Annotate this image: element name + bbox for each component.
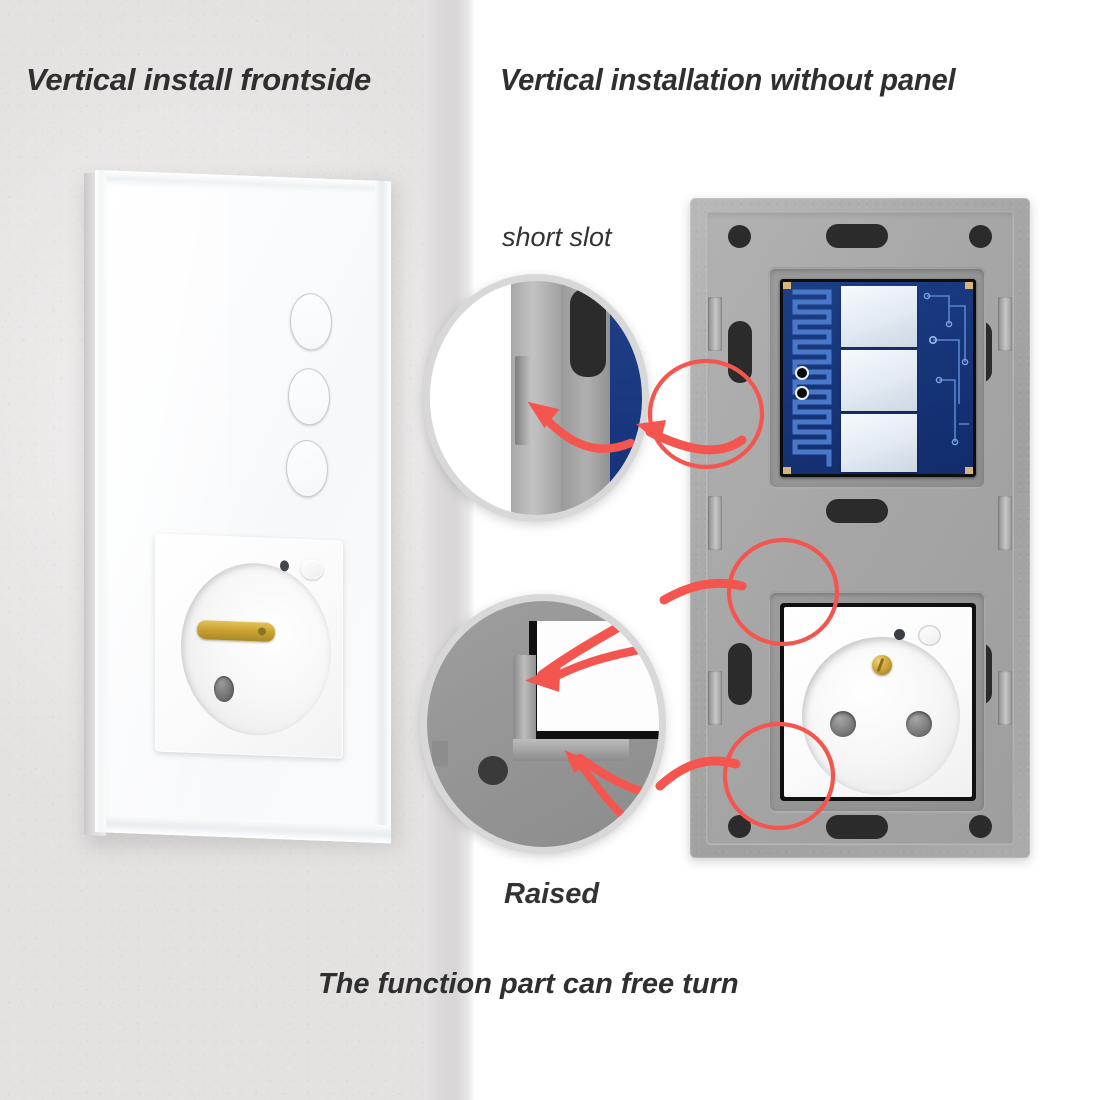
frame-slot-right-middle: [998, 496, 1012, 550]
pcb-serpentine-traces: [792, 289, 832, 467]
frame-slot-left-top: [708, 297, 722, 351]
wall-corner-shadow-band: [424, 0, 474, 1100]
frame-slot-left-vert-1: [728, 321, 752, 383]
front-socket-pin-hole: [214, 675, 234, 703]
socket-earth-pin: [872, 655, 892, 675]
frame-slot-mid-center: [826, 499, 888, 523]
frame-screw-hole-bl: [728, 815, 751, 838]
front-socket-button[interactable]: [301, 558, 323, 580]
glass-switch-panel-assembly: [55, 165, 405, 855]
touch-button-2[interactable]: [288, 367, 330, 427]
frame-screw-hole-tl: [728, 225, 751, 248]
frame-slot-left-middle: [708, 496, 722, 550]
pcb-clip-tl: [783, 282, 791, 289]
pcb-touch-pad-1[interactable]: [841, 286, 917, 347]
frame-screw-hole-br: [969, 815, 992, 838]
magnifier-raised-content: [427, 601, 659, 847]
front-socket-led-icon: [280, 560, 289, 572]
socket-pin-hole-right: [906, 711, 932, 737]
frame-slot-left-vert-2: [728, 643, 752, 705]
mag1-arrow: [527, 401, 635, 453]
bottom-caption: The function part can free turn: [318, 968, 739, 1000]
glass-bevel-top: [95, 170, 391, 196]
callout-label-short-slot: short slot: [502, 222, 612, 252]
front-socket-module: [155, 533, 343, 759]
mounting-frame-assembly: [690, 198, 1030, 858]
pcb-touch-pad-3[interactable]: [841, 414, 917, 472]
touch-button-3[interactable]: [286, 439, 328, 498]
frame-slot-right-bottom: [998, 671, 1012, 725]
glass-bevel-left: [95, 170, 106, 833]
magnifier-raised: [420, 594, 666, 854]
pcb-via-1: [797, 368, 807, 378]
touch-switch-pcb-module[interactable]: [780, 279, 976, 477]
pcb-clip-br: [965, 467, 973, 474]
pcb-clip-bl: [783, 467, 791, 474]
mag1-background: [430, 281, 515, 515]
socket-button[interactable]: [918, 625, 941, 646]
frame-slot-top-center: [826, 224, 888, 248]
callout-label-raised: Raised: [504, 878, 600, 910]
frame-screw-hole-tr: [969, 225, 992, 248]
pcb-via-2: [797, 388, 807, 398]
pcb-clip-tr: [965, 282, 973, 289]
frame-slot-bottom-center: [826, 815, 888, 839]
mag1-screw-slot: [569, 288, 606, 377]
front-socket-recess: [181, 560, 331, 739]
pcb-touch-pad-2[interactable]: [841, 350, 917, 411]
mag2-arrows: [525, 604, 659, 819]
glass-bevel-right: [375, 180, 391, 844]
frame-slot-left-bottom: [708, 671, 722, 725]
french-socket-module[interactable]: [780, 603, 976, 801]
pcb-board: [783, 282, 973, 474]
mag2-raised-tab-horizontal: [512, 738, 629, 761]
front-socket-earth-pin: [197, 620, 275, 642]
mag2-screw-dot: [478, 755, 509, 786]
socket-pin-hole-left: [830, 711, 856, 737]
mag1-short-slot: [514, 355, 530, 445]
socket-faceplate: [784, 607, 972, 797]
magnifier-short-slot-content: [430, 281, 642, 515]
touch-button-1[interactable]: [290, 292, 332, 352]
frame-slot-right-top: [998, 297, 1012, 351]
page-title-left: Vertical install frontside: [26, 62, 372, 97]
mag2-side-notch: [431, 741, 448, 766]
pcb-right-traces: [923, 292, 969, 446]
page-title-right: Vertical installation without panel: [500, 62, 956, 97]
socket-led-icon: [894, 629, 905, 640]
mag1-pcb-edge: [610, 309, 642, 487]
magnifier-short-slot: [423, 274, 649, 522]
frame-inner-recess: [706, 211, 1014, 845]
